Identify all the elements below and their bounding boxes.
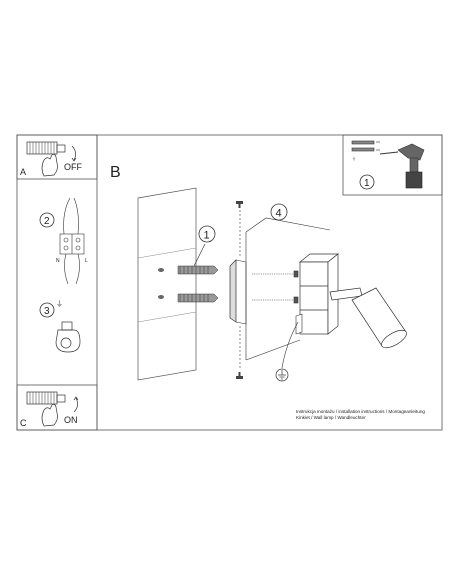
step-4-circle xyxy=(270,203,288,221)
drill-icon xyxy=(379,143,425,189)
wall-anchor-top xyxy=(177,265,219,275)
wall-hole-bottom xyxy=(158,295,164,299)
ground-terminal-icon xyxy=(55,321,81,353)
bracket-edge-2 xyxy=(235,321,247,325)
tools-box xyxy=(342,134,443,196)
footer-line-1: Instrukcja montażu / installation instru… xyxy=(296,409,425,414)
ground-circle xyxy=(275,368,289,382)
outer-frame xyxy=(16,134,443,431)
step-2-circle xyxy=(39,212,55,228)
footer-line-2: Kinkiet / Wall lamp / Wandleuchter xyxy=(296,415,366,420)
step-2-number: 2 xyxy=(44,216,50,227)
lamp-junction xyxy=(295,313,303,335)
off-arrow-icon xyxy=(71,145,76,161)
tools-step-number: 1 xyxy=(364,178,370,189)
step-3-circle xyxy=(39,302,55,318)
panel-a-box xyxy=(16,134,98,180)
wire-label-n: N xyxy=(56,258,60,264)
panel-b-letter: B xyxy=(110,164,121,181)
wall-surface xyxy=(137,187,197,381)
wire-label-l: L xyxy=(85,258,88,264)
panel-c-switch xyxy=(26,391,79,427)
panel-c-box xyxy=(16,384,98,431)
ground-icon xyxy=(278,370,286,380)
long-screw-top xyxy=(252,270,299,278)
step-3-ground-symbol: ⏚ xyxy=(56,300,63,308)
step-1-circle xyxy=(198,225,216,243)
step-4-outline xyxy=(245,217,331,361)
panel-a-letter: A xyxy=(20,167,26,177)
screw-top-icon xyxy=(236,201,243,208)
terminal-block-icon xyxy=(59,197,85,285)
tools-ground-mark: ⏚ xyxy=(352,155,356,161)
screw-bottom-icon xyxy=(236,372,243,379)
panel-c-state: ON xyxy=(64,415,78,425)
footer-caption: Instrukcja montażu / installation instru… xyxy=(296,409,456,421)
on-arrow-icon xyxy=(73,397,78,413)
step-1-number: 1 xyxy=(204,230,210,242)
wall-plug-icon xyxy=(351,140,380,152)
wall-anchor-bottom xyxy=(177,293,219,303)
step-4-number: 4 xyxy=(276,208,282,220)
panel-a-switch xyxy=(26,141,77,177)
hand-switch-icon xyxy=(41,153,58,177)
step-3-number: 3 xyxy=(44,306,50,317)
hand-switch-on-icon xyxy=(41,403,58,427)
panel-c-letter: C xyxy=(20,418,27,428)
wall-seam-2 xyxy=(137,311,197,323)
anchor-leader-1 xyxy=(193,243,206,267)
bracket-edge xyxy=(235,259,247,263)
tools-step-circle xyxy=(359,174,375,190)
wall-seam-1 xyxy=(137,247,197,259)
long-screw-bottom xyxy=(252,296,299,304)
ground-leader xyxy=(281,321,299,369)
wall-hole-top xyxy=(158,268,164,272)
panel-a-state: OFF xyxy=(64,162,82,172)
lamp-shade xyxy=(351,287,407,349)
mounting-bracket xyxy=(229,259,237,323)
